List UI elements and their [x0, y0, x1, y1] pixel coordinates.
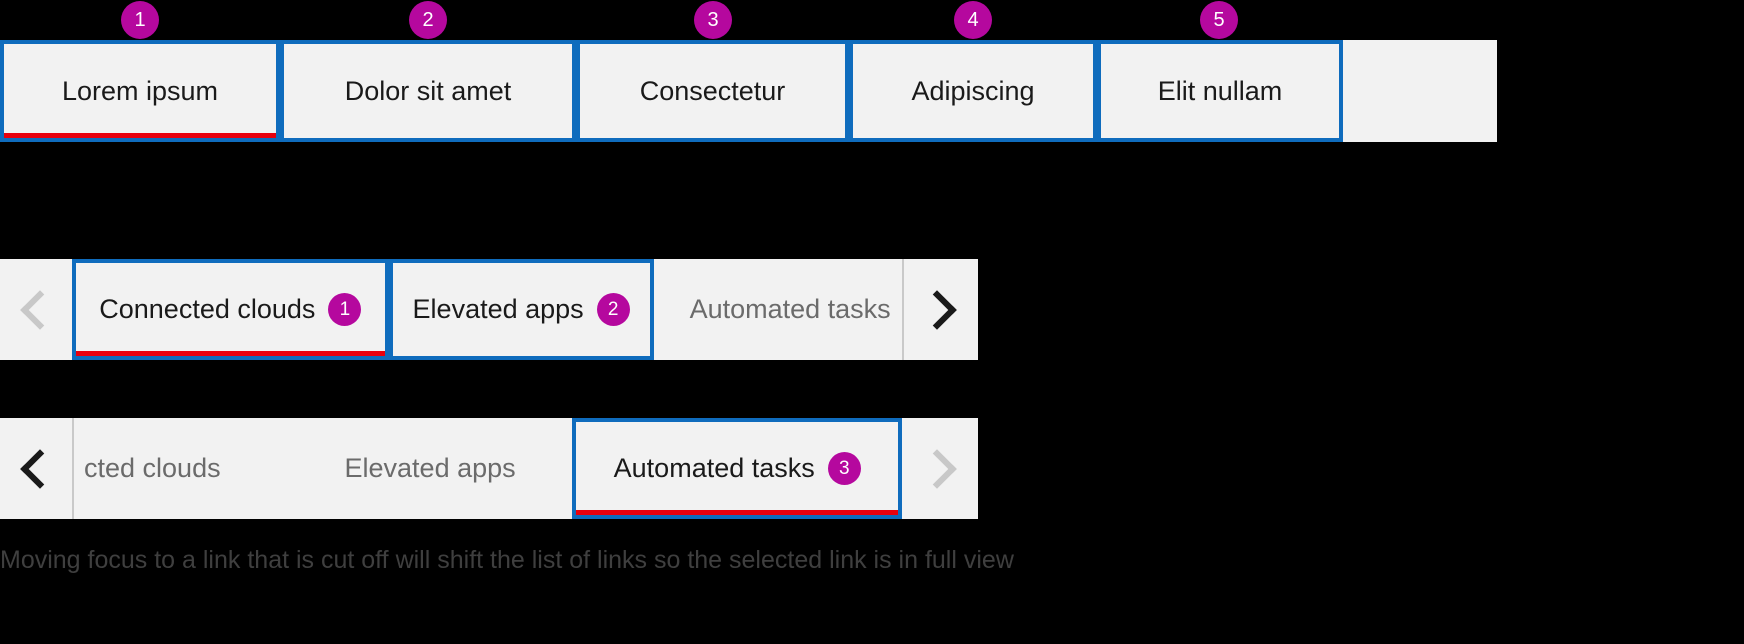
tab-dolor-sit-amet[interactable]: Dolor sit amet — [280, 40, 576, 142]
callout-badge-4: 4 — [954, 1, 992, 39]
carousel-tab-label: Automated tasks — [689, 294, 891, 324]
tab-label: Dolor sit amet — [344, 75, 512, 106]
middle-carousel: Connected clouds 1 Elevated apps 2 Autom… — [0, 259, 978, 360]
carousel-tab-label: Connected clouds — [99, 294, 316, 324]
carousel-tab-connected-clouds[interactable]: Connected clouds 1 — [72, 259, 389, 360]
carousel-track: Connected clouds 1 Elevated apps 2 Autom… — [72, 259, 902, 360]
selected-underline — [76, 351, 385, 356]
carousel-tab-elevated-apps[interactable]: Elevated apps — [287, 418, 573, 519]
chevron-right-icon — [916, 448, 957, 489]
carousel-tab-label: cted clouds — [84, 453, 221, 483]
caption-text: Moving focus to a link that is cut off w… — [0, 546, 1014, 574]
bottom-carousel: cted clouds Elevated apps Automated task… — [0, 418, 978, 519]
tab-label: Lorem ipsum — [61, 75, 219, 106]
selected-underline — [4, 133, 276, 138]
chevron-left-icon — [19, 289, 60, 330]
carousel-tab-label: Elevated apps — [412, 294, 584, 324]
tab-adipiscing[interactable]: Adipiscing — [849, 40, 1097, 142]
tab-consectetur[interactable]: Consectetur — [576, 40, 849, 142]
carousel-tab-badge: 1 — [328, 293, 362, 326]
callout-number-row: 1 2 3 4 5 — [0, 0, 1744, 40]
tab-lorem-ipsum[interactable]: Lorem ipsum — [0, 40, 280, 142]
carousel-tab-label: Automated tasks — [613, 453, 815, 483]
tab-label: Adipiscing — [911, 75, 1035, 106]
carousel-tab-badge: 2 — [596, 293, 630, 326]
tab-label: Elit nullam — [1157, 75, 1283, 106]
top-tab-strip: Lorem ipsum Dolor sit amet Consectetur A… — [0, 40, 1497, 142]
chevron-left-icon — [19, 448, 60, 489]
tab-label: Consectetur — [639, 75, 786, 106]
carousel-tab-automated-tasks[interactable]: Automated tasks 3 — [572, 418, 902, 519]
callout-badge-3: 3 — [694, 1, 732, 39]
carousel-track: cted clouds Elevated apps Automated task… — [72, 418, 902, 519]
tab-elit-nullam[interactable]: Elit nullam — [1097, 40, 1343, 142]
callout-badge-2: 2 — [409, 1, 447, 39]
carousel-next-button[interactable] — [902, 259, 978, 360]
arrow-divider — [902, 259, 904, 360]
carousel-tab-badge: 3 — [827, 452, 861, 485]
callout-badge-1: 1 — [121, 1, 159, 39]
carousel-prev-button[interactable] — [0, 259, 72, 360]
carousel-next-button[interactable] — [902, 418, 978, 519]
tab-list: Lorem ipsum Dolor sit amet Consectetur A… — [0, 40, 1343, 142]
carousel-prev-button[interactable] — [0, 418, 72, 519]
carousel-tab-automated-tasks[interactable]: Automated tasks — [653, 259, 902, 360]
carousel-tab-elevated-apps[interactable]: Elevated apps 2 — [388, 259, 654, 360]
carousel-tab-connected-clouds[interactable]: cted clouds — [72, 418, 288, 519]
selected-underline — [576, 510, 899, 515]
chevron-right-icon — [916, 289, 957, 330]
carousel-tab-label: Elevated apps — [344, 453, 516, 483]
track-start-divider — [72, 418, 74, 519]
callout-badge-5: 5 — [1200, 1, 1238, 39]
